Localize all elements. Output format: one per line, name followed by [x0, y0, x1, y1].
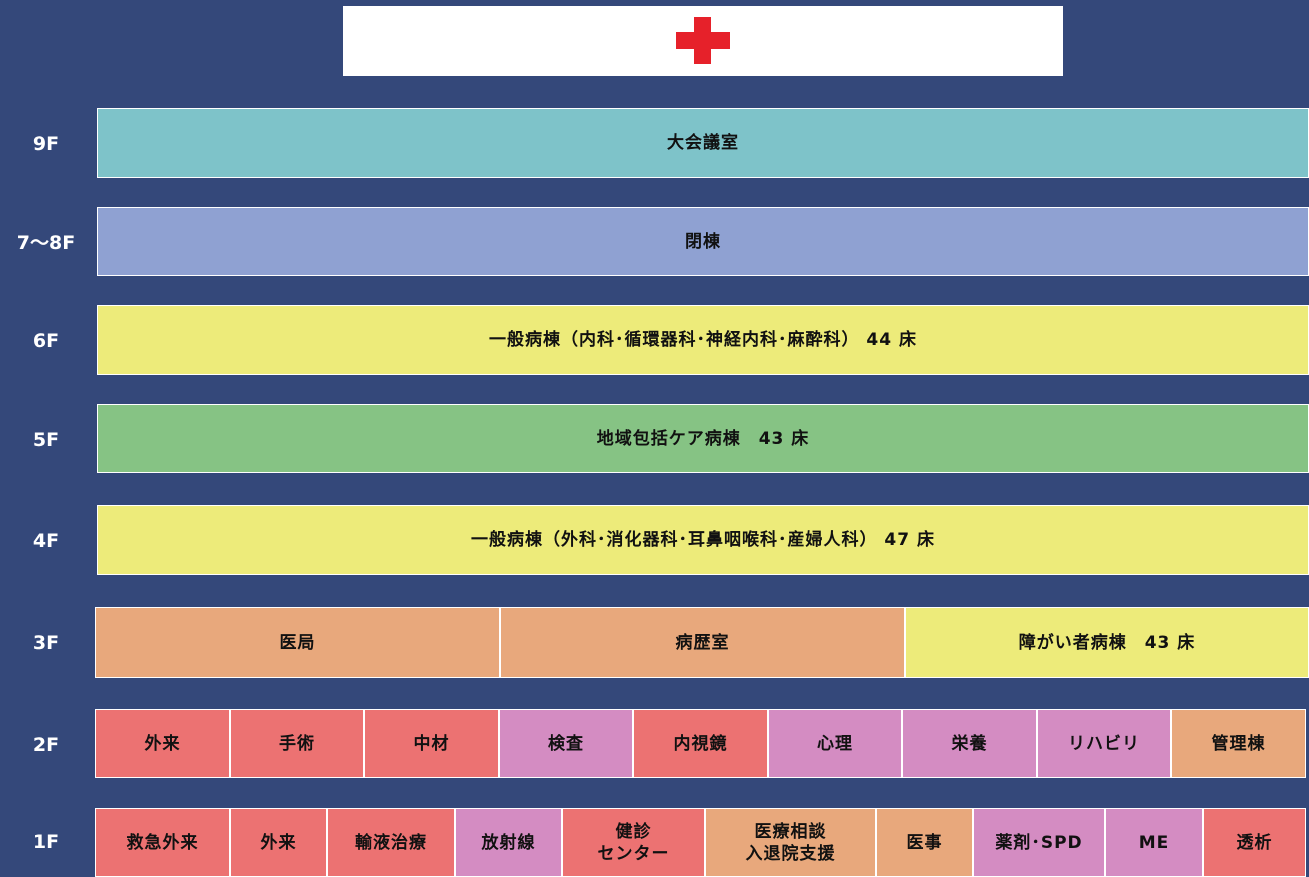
floor-label-3f: 3F: [32, 632, 60, 654]
room-medical-records[interactable]: 病歴室: [501, 608, 906, 677]
dept-outpatient-1f[interactable]: 外来: [231, 809, 328, 876]
dept-rehabilitation[interactable]: リハビリ: [1038, 710, 1172, 777]
dept-administration[interactable]: 管理棟: [1172, 710, 1305, 777]
room-large-conference[interactable]: 大会議室: [98, 109, 1308, 177]
room-medical-office[interactable]: 医局: [96, 608, 501, 677]
dept-me[interactable]: ME: [1106, 809, 1204, 876]
floor-5f-row: 地域包括ケア病棟 43 床: [97, 404, 1309, 473]
dept-surgery[interactable]: 手術: [231, 710, 365, 777]
ward-general-surgery[interactable]: 一般病棟（外科･消化器科･耳鼻咽喉科･産婦人科） 47 床: [98, 506, 1308, 574]
dept-infusion[interactable]: 輸液治療: [328, 809, 456, 876]
dept-emergency[interactable]: 救急外来: [96, 809, 231, 876]
floor-6f-row: 一般病棟（内科･循環器科･神経内科･麻酔科） 44 床: [97, 305, 1309, 375]
floor-label-9f: 9F: [32, 133, 60, 155]
dept-medical-affairs[interactable]: 医事: [877, 809, 974, 876]
ward-community-care[interactable]: 地域包括ケア病棟 43 床: [98, 405, 1308, 472]
hospital-logo-banner: [343, 6, 1063, 76]
dept-radiology[interactable]: 放射線: [456, 809, 563, 876]
floor-label-5f: 5F: [32, 429, 60, 451]
dept-outpatient[interactable]: 外来: [96, 710, 231, 777]
dept-central-supply[interactable]: 中材: [365, 710, 500, 777]
dept-endoscopy[interactable]: 内視鏡: [634, 710, 769, 777]
dept-health-checkup[interactable]: 健診 センター: [563, 809, 706, 876]
floor-label-1f: 1F: [32, 831, 60, 853]
floor-label-4f: 4F: [32, 530, 60, 552]
dept-laboratory[interactable]: 検査: [500, 710, 634, 777]
ward-general-internal[interactable]: 一般病棟（内科･循環器科･神経内科･麻酔科） 44 床: [98, 306, 1308, 374]
floor-9f-row: 大会議室: [97, 108, 1309, 178]
ward-disability[interactable]: 障がい者病棟 43 床: [906, 608, 1308, 677]
floor-label-6f: 6F: [32, 330, 60, 352]
floor-7-8f-row: 閉棟: [97, 207, 1309, 276]
floor-label-7-8f: 7～8F: [16, 232, 76, 254]
floor-3f-row: 医局 病歴室 障がい者病棟 43 床: [95, 607, 1309, 678]
floor-4f-row: 一般病棟（外科･消化器科･耳鼻咽喉科･産婦人科） 47 床: [97, 505, 1309, 575]
red-cross-icon: [676, 17, 730, 64]
dept-dialysis[interactable]: 透析: [1204, 809, 1305, 876]
dept-medical-consultation[interactable]: 医療相談 入退院支援: [706, 809, 877, 876]
dept-nutrition[interactable]: 栄養: [903, 710, 1038, 777]
dept-pharmacy[interactable]: 薬剤･SPD: [974, 809, 1106, 876]
dept-psychology[interactable]: 心理: [769, 710, 903, 777]
floor-1f-row: 救急外来 外来 輸液治療 放射線 健診 センター 医療相談 入退院支援 医事 薬…: [95, 808, 1306, 877]
ward-closed[interactable]: 閉棟: [98, 208, 1308, 275]
floor-label-2f: 2F: [32, 734, 60, 756]
floor-2f-row: 外来 手術 中材 検査 内視鏡 心理 栄養 リハビリ 管理棟: [95, 709, 1306, 778]
